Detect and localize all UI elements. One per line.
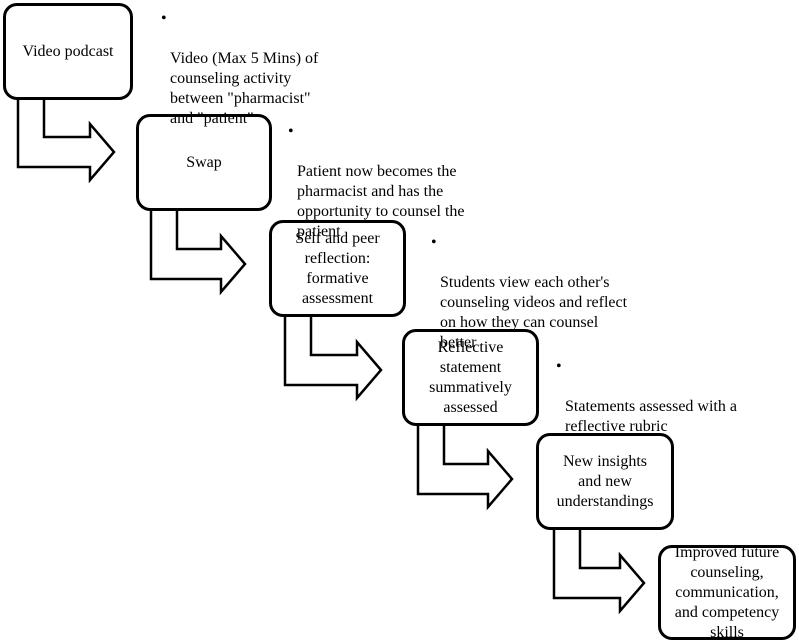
step-box-reflective-statement: Reflective statement summatively assesse… xyxy=(402,329,539,426)
step-label: Reflective statement summatively assesse… xyxy=(429,338,512,416)
note-swap: • Patient now becomes the pharmacist and… xyxy=(288,122,517,242)
note-video-podcast: • Video (Max 5 Mins) of counseling activ… xyxy=(161,9,370,129)
note-text: Patient now becomes the pharmacist and h… xyxy=(297,163,465,240)
note-text: Students view each other's counseling vi… xyxy=(440,274,628,351)
step-label: Swap xyxy=(186,153,222,171)
bent-arrow-4 xyxy=(416,421,514,511)
bent-arrow-1 xyxy=(16,96,116,184)
bullet-glyph: • xyxy=(288,123,294,140)
note-self-peer-reflection: • Students view each other's counseling … xyxy=(431,233,680,353)
bent-arrow-2 xyxy=(149,206,247,296)
step-label: Improved future counseling, communicatio… xyxy=(674,543,780,641)
note-reflective-statement: • Statements assessed with a reflective … xyxy=(556,357,785,437)
step-box-video-podcast: Video podcast xyxy=(3,3,133,100)
step-label: Video podcast xyxy=(22,42,114,60)
bullet-glyph: • xyxy=(431,234,437,251)
step-box-improved-future: Improved future counseling, communicatio… xyxy=(658,543,796,641)
step-label: Self and peer reflection: formative asse… xyxy=(295,229,380,307)
note-text: Video (Max 5 Mins) of counseling activit… xyxy=(170,50,319,127)
bent-arrow-3 xyxy=(283,312,383,402)
bullet-glyph: • xyxy=(161,10,167,27)
bent-arrow-5 xyxy=(552,525,646,615)
bullet-glyph: • xyxy=(556,358,562,375)
step-box-swap: Swap xyxy=(136,114,272,211)
step-box-self-peer-reflection: Self and peer reflection: formative asse… xyxy=(269,220,406,317)
note-text: Statements assessed with a reflective ru… xyxy=(565,398,737,435)
step-label: New insights and new understandings xyxy=(556,452,654,510)
step-box-new-insights: New insights and new understandings xyxy=(536,433,674,530)
